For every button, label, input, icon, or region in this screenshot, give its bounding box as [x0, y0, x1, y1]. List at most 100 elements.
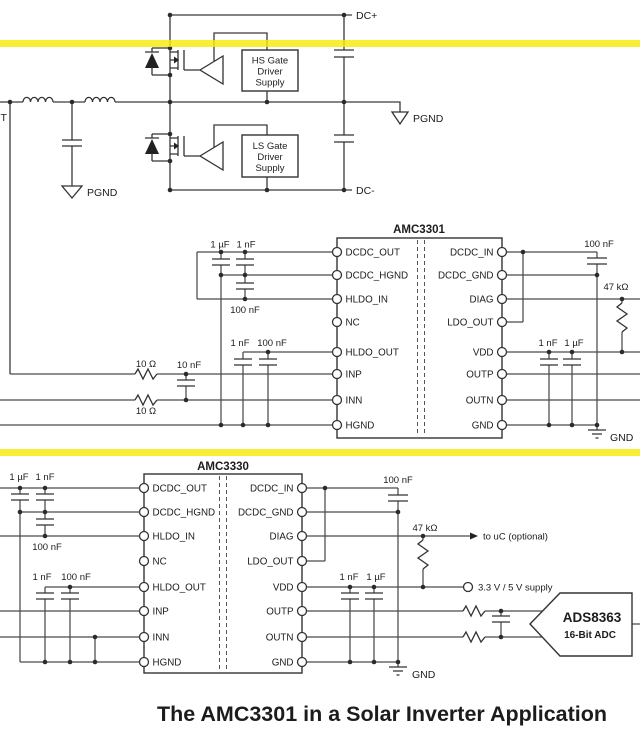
gnd-symbol-3330 — [389, 666, 407, 676]
cap-label: 1 µF — [564, 338, 583, 349]
pin-label: LDO_OUT — [247, 557, 293, 568]
pin-label: INP — [153, 607, 170, 618]
dc-link-capacitors — [334, 49, 354, 143]
res-label: 47 kΩ — [412, 523, 437, 534]
inp-series-resistor — [134, 367, 158, 381]
cap-label: 1 nF — [339, 572, 358, 583]
pin-label: DCDC_HGND — [346, 271, 409, 282]
res-label: 10 Ω — [136, 359, 156, 370]
pin-label: DIAG — [470, 295, 494, 306]
pin-label: NC — [346, 318, 360, 329]
pin-label: GND — [272, 658, 294, 669]
pgnd-left-label: PGND — [87, 187, 118, 199]
hs-box-line3: Supply — [255, 78, 284, 89]
amc3330-component-labels: 1 µF 1 nF 100 nF 1 nF 100 nF 100 nF 47 k… — [9, 472, 552, 681]
amc3301-wires — [0, 251, 640, 430]
cap-label: 1 nF — [230, 338, 249, 349]
cap-label: 10 nF — [177, 360, 201, 371]
gnd-label: GND — [412, 669, 436, 681]
hs-gate-driver-buffer — [198, 54, 224, 86]
pin-label: INP — [346, 370, 363, 381]
pin-label: DCDC_OUT — [346, 248, 400, 259]
cap-label: 100 nF — [584, 239, 614, 250]
cap-label: 1 nF — [35, 472, 54, 483]
pin-label: DCDC_GND — [438, 271, 494, 282]
cap-label: 1 nF — [32, 572, 51, 583]
top-section-labels: DC+ DC- PGND PGND T — [1, 10, 444, 199]
amc3301-components — [134, 257, 629, 439]
gnd-symbol-3301 — [588, 429, 606, 439]
ls-mosfet — [145, 133, 200, 162]
outp-series-resistor — [462, 604, 486, 618]
gnd-label: GND — [610, 432, 634, 444]
top-junction-dots — [7, 12, 347, 193]
cap-label: 1 nF — [236, 240, 255, 251]
pin-label: HLDO_IN — [153, 532, 195, 543]
pin-label: HLDO_OUT — [346, 348, 399, 359]
pgnd-symbol-left — [60, 185, 84, 200]
pin-label: DCDC_HGND — [153, 508, 216, 519]
supply-terminal — [462, 581, 474, 593]
ls-gate-driver-buffer — [198, 140, 224, 172]
dc-minus-label: DC- — [356, 185, 375, 197]
pin-label: HLDO_OUT — [153, 583, 206, 594]
filter-inductors — [22, 96, 116, 103]
ls-box-line3: Supply — [255, 163, 284, 174]
res-label: 10 Ω — [136, 406, 156, 417]
cap-label: 100 nF — [230, 305, 260, 316]
highlight-band-top — [0, 40, 640, 47]
cap-label: 1 nF — [538, 338, 557, 349]
diag-pullup-resistor — [615, 302, 629, 333]
amc3330-components — [11, 493, 510, 676]
ls-gate-driver-supply-box: LS Gate Driver Supply — [241, 134, 299, 178]
dc-plus-label: DC+ — [356, 10, 377, 22]
hs-box-line1: HS Gate — [252, 56, 288, 67]
amc3330-junction-dots — [17, 485, 504, 665]
inn-series-resistor — [134, 393, 158, 407]
pin-label: OUTN — [466, 396, 494, 407]
pin-label: OUTP — [466, 370, 494, 381]
amc3301-ic: AMC3301 DCDC_OUT DCDC_HGND HLDO_IN NC HL… — [331, 224, 508, 439]
amc3330-wires — [0, 487, 640, 667]
pin-label: GND — [472, 421, 494, 432]
ls-box-line1: LS Gate — [253, 141, 288, 152]
pin-label: LDO_OUT — [447, 318, 493, 329]
cap-label: 1 µF — [210, 240, 229, 251]
cap-label: 100 nF — [383, 475, 413, 486]
left-edge-text-fragment: T — [1, 112, 8, 124]
amc3301-left-pin-circles — [331, 246, 343, 431]
hs-gate-driver-supply-box: HS Gate Driver Supply — [241, 49, 299, 92]
diag-pullup-resistor-3330 — [416, 539, 430, 570]
pin-label: VDD — [473, 348, 494, 359]
ls-box-line2: Driver — [257, 152, 282, 163]
pin-label: HGND — [346, 421, 375, 432]
cap-label: 1 µF — [366, 572, 385, 583]
pin-label: OUTP — [266, 607, 294, 618]
pin-label: DCDC_IN — [250, 484, 294, 495]
figure-caption: The AMC3301 in a Solar Inverter Applicat… — [157, 702, 607, 726]
pin-label: NC — [153, 557, 167, 568]
pgnd-mid-label: PGND — [413, 113, 444, 125]
pin-label: INN — [153, 633, 170, 644]
amc3330-title: AMC3330 — [197, 461, 249, 473]
pin-label: INN — [346, 396, 363, 407]
hs-box-line2: Driver — [257, 67, 282, 78]
amc3301-right-pin-labels: DCDC_IN DCDC_GND DIAG LDO_OUT VDD OUTP O… — [438, 248, 494, 432]
amc3301-right-pin-circles — [496, 246, 508, 431]
res-label: 47 kΩ — [603, 282, 628, 293]
amc3301-left-pin-labels: DCDC_OUT DCDC_HGND HLDO_IN NC HLDO_OUT I… — [346, 248, 409, 432]
pin-label: DCDC_IN — [450, 248, 494, 259]
cap-label: 1 µF — [9, 472, 28, 483]
isolation-barrier-3301 — [417, 240, 425, 436]
hs-mosfet — [145, 47, 200, 76]
amc3301-component-labels: 1 µF 1 nF 100 nF 1 nF 100 nF 10 Ω 10 nF … — [136, 239, 634, 444]
adc-block: ADS8363 16-Bit ADC — [529, 592, 633, 657]
adc-subtitle: 16-Bit ADC — [564, 630, 616, 641]
pin-label: DCDC_GND — [238, 508, 294, 519]
amc3301-title: AMC3301 — [393, 224, 445, 236]
adc-name: ADS8363 — [563, 610, 622, 625]
amc3330-left-pin-circles — [138, 482, 150, 668]
outn-series-resistor — [462, 630, 486, 644]
cap-label: 100 nF — [61, 572, 91, 583]
